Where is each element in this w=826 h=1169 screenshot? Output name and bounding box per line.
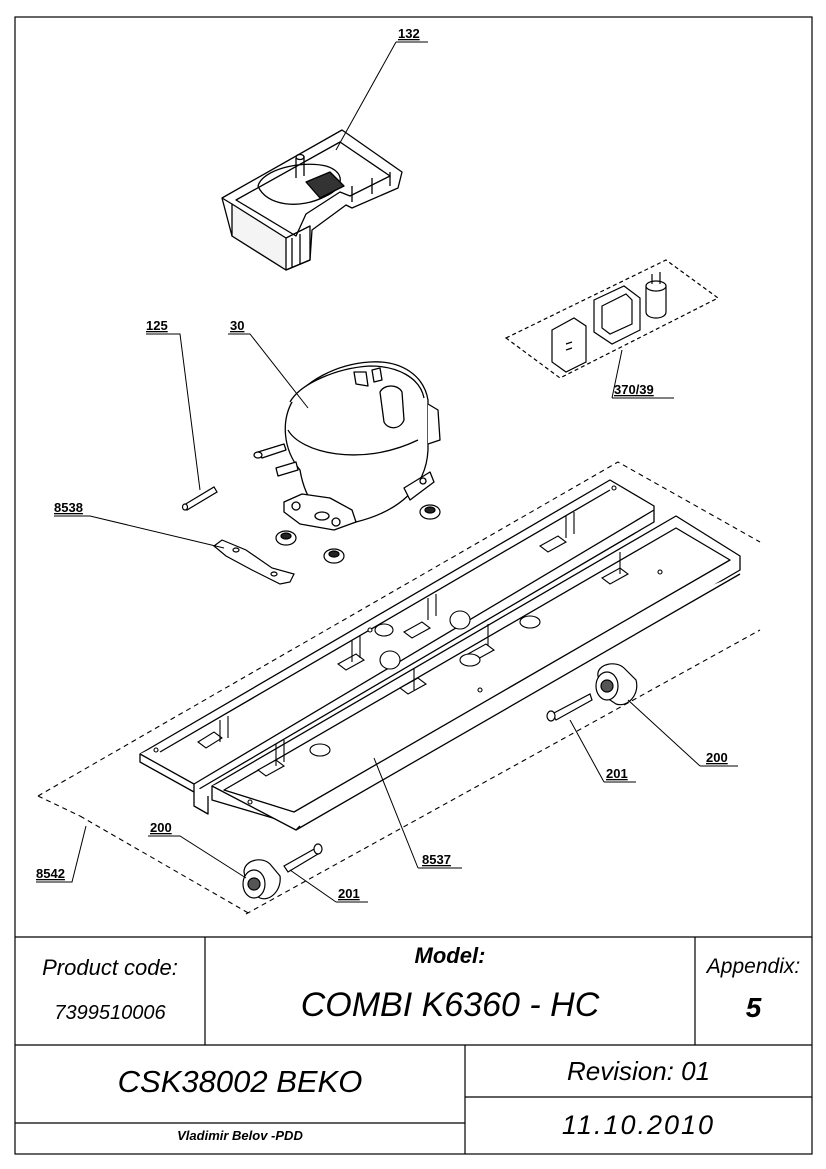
label-lid: 132	[398, 26, 420, 41]
model-label: Model:	[414, 943, 486, 968]
compressor-part	[253, 361, 441, 531]
sheet-border	[14, 16, 813, 1155]
label-front-rail: 8537	[422, 852, 451, 867]
label-pin: 125	[146, 318, 168, 333]
appendix-value: 5	[745, 992, 762, 1023]
title-block-grid	[15, 936, 812, 1154]
frame-envelope	[37, 461, 761, 915]
revision: Revision: 01	[566, 1056, 711, 1086]
clip-part	[213, 539, 295, 585]
pin-part	[181, 486, 218, 511]
part-labels: 132 30 125 8538 370/39 200 200 201 201 8…	[36, 26, 728, 901]
label-bolt-left: 201	[338, 886, 360, 901]
label-bolt-right: 201	[606, 766, 628, 781]
lid-part	[221, 129, 403, 271]
frame-rails	[139, 479, 741, 831]
appendix-label: Appendix:	[706, 955, 801, 978]
label-clip: 8538	[54, 500, 83, 515]
model-value: COMBI K6360 - HC	[300, 986, 600, 1024]
label-wheel-right: 200	[706, 750, 728, 765]
frame-slots	[153, 485, 663, 805]
electrical-kit-part	[504, 259, 720, 379]
label-wheel-left: 200	[150, 820, 172, 835]
sheet-code: CSK38002 BEKO	[117, 1064, 363, 1099]
product-code-value: 7399510006	[54, 1002, 166, 1024]
product-code-label: Product code:	[42, 955, 178, 980]
grommet-parts	[275, 504, 441, 564]
wheel-and-bolt-parts	[242, 663, 638, 900]
author: Vladimir Belov -PDD	[177, 1128, 303, 1143]
label-compressor: 30	[230, 318, 244, 333]
date: 11.10.2010	[561, 1110, 716, 1140]
leader-lines	[36, 41, 738, 903]
label-frame-assembly: 8542	[36, 866, 65, 881]
label-electrical-kit: 370/39	[614, 382, 654, 397]
